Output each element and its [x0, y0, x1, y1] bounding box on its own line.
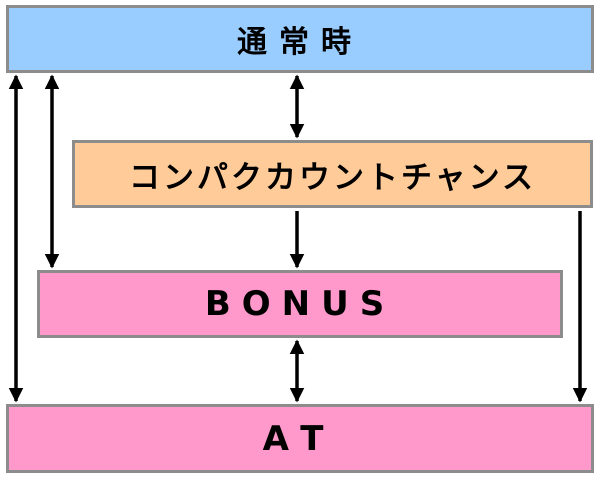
at-label: AT	[262, 418, 338, 459]
compact-count-chance-label: コンパクカウントチャンス	[128, 159, 537, 196]
bonus-label: BONUS	[204, 284, 396, 324]
normal-state-box: 通常時	[6, 5, 594, 73]
normal-state-label: 通常時	[237, 25, 363, 60]
bonus-box: BONUS	[37, 270, 563, 338]
compact-count-chance-box: コンパクカウントチャンス	[72, 140, 593, 208]
at-box: AT	[6, 404, 594, 473]
